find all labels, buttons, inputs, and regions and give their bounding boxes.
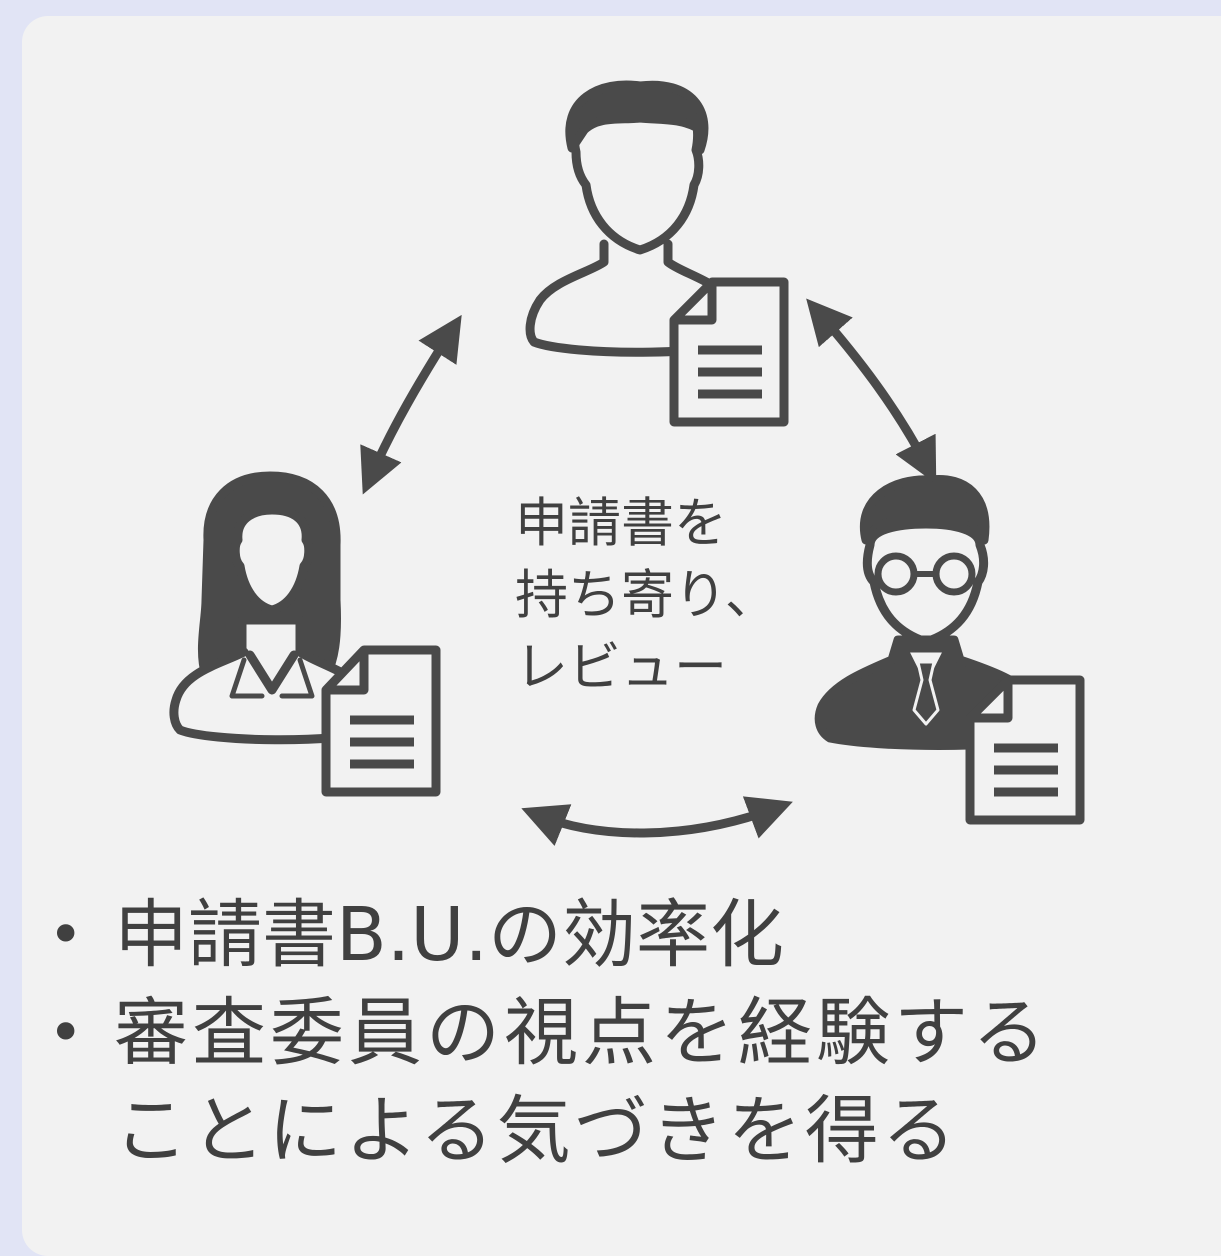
woman-avatar-icon (169, 471, 379, 745)
center-caption-line: 申請書を (515, 493, 727, 554)
bidirectional-arrow-icon (521, 796, 793, 846)
document-icon (321, 645, 441, 797)
document-icon (965, 675, 1085, 825)
bullet-marker: • (48, 998, 84, 1068)
bullet-list: • 申請書B.U.の効率化 • 審査委員の視点を経験する ことによる気づきを得る (48, 886, 1218, 1180)
center-caption-line: レビュー (515, 637, 727, 698)
bullet-marker: • (48, 900, 84, 970)
bullet-text-continuation: ことによる気づきを得る (114, 1088, 959, 1174)
bullet-item: • 申請書B.U.の効率化 (48, 886, 1218, 984)
center-caption: 申請書を 持ち寄り、 レビュー (515, 488, 805, 704)
bullet-text: 審査委員の視点を経験する (114, 990, 1050, 1076)
review-cycle-diagram (169, 80, 1085, 846)
bidirectional-arrow-icon (360, 314, 462, 495)
bullet-text: 申請書B.U.の効率化 (114, 892, 784, 978)
bullet-item: • 審査委員の視点を経験する (48, 984, 1218, 1082)
bidirectional-arrow-icon (806, 298, 937, 484)
document-icon (669, 277, 789, 427)
center-caption-line: 持ち寄り、 (515, 565, 778, 626)
